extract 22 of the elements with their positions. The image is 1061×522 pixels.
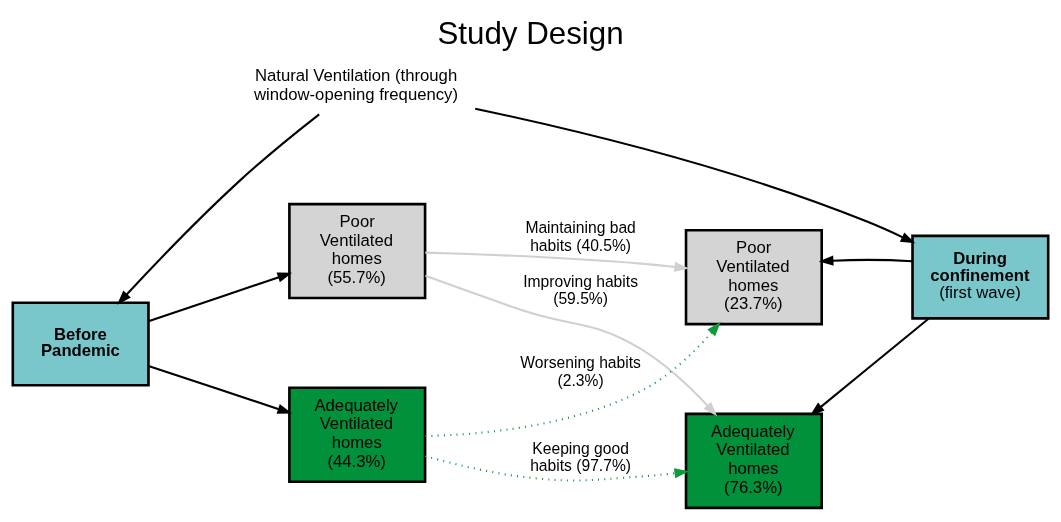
edge-label: Improving habits (59.5%)	[523, 272, 638, 307]
node-box: Poor Ventilated homes (55.7%)	[288, 202, 427, 299]
edge-label: Worsening habits (2.3%)	[520, 353, 641, 389]
arrow	[425, 274, 718, 416]
node-text: Natural Ventilation (through window-opening frequency)	[253, 65, 458, 104]
arrow	[148, 272, 293, 322]
edge-label: Keeping good habits (97.7%)	[530, 439, 632, 474]
arrow	[818, 255, 913, 266]
arrow	[424, 454, 690, 482]
arrow	[809, 317, 930, 416]
node-box: Adequately Ventilated homes (76.3%)	[684, 412, 823, 509]
arrow	[425, 251, 689, 272]
edge-label: Maintaining bad habits (40.5%)	[525, 218, 636, 254]
node-box: During confinement (first wave)	[911, 234, 1050, 320]
node-box: Before Pandemic	[11, 300, 150, 386]
arrow	[425, 321, 721, 437]
arrow	[148, 364, 293, 414]
arrow	[117, 113, 320, 305]
node-box: Adequately Ventilated homes (44.3%)	[288, 386, 427, 483]
arrow	[475, 107, 916, 243]
diagram-title: Study Design	[437, 15, 624, 51]
node-box: Poor Ventilated homes (23.7%)	[684, 228, 823, 325]
